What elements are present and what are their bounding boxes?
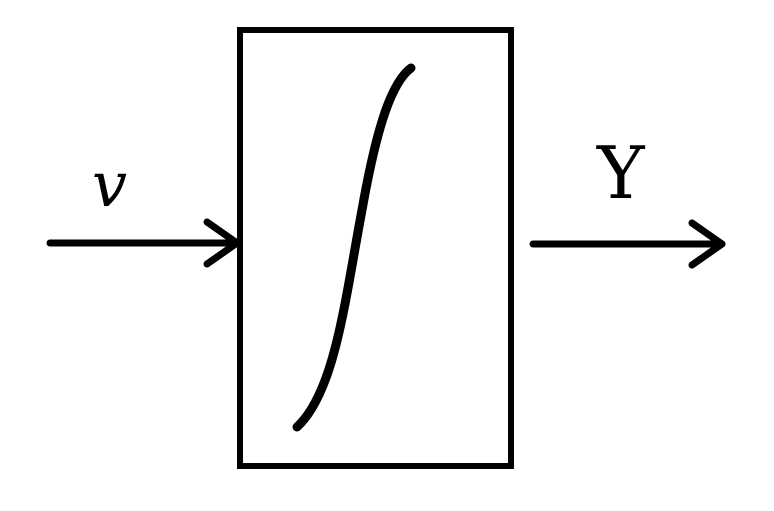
output-signal-label: Y bbox=[596, 131, 646, 215]
output-arrowhead bbox=[688, 219, 726, 269]
integrator-block bbox=[237, 27, 514, 469]
input-signal-label: v bbox=[92, 148, 127, 221]
integral-symbol-icon bbox=[292, 63, 416, 432]
output-arrow bbox=[529, 219, 726, 269]
input-arrow bbox=[46, 218, 241, 268]
